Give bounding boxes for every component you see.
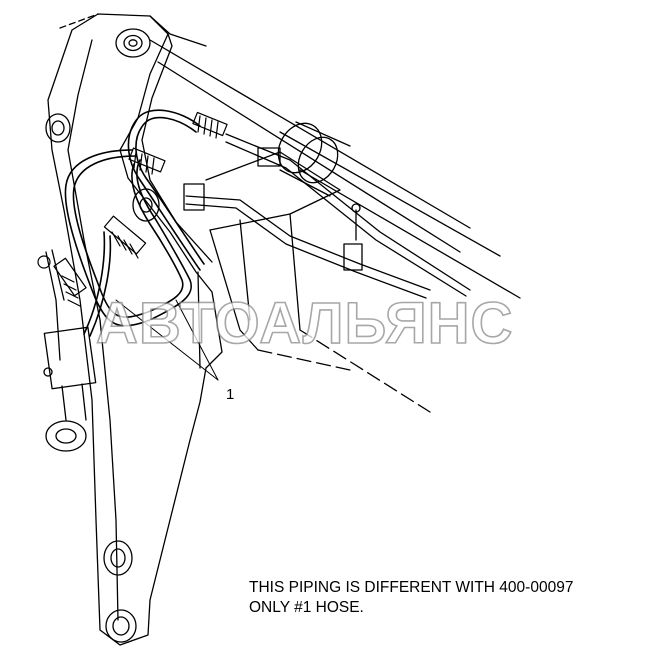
bottom-pin [105,609,137,643]
lower-pin [103,540,133,576]
fitting-center [103,215,147,259]
boom-pins [45,28,160,643]
hose-assembly [64,109,205,337]
boom-cylinder [149,39,521,299]
hose-upper-loop [127,109,205,271]
hose-outer-loop [64,149,192,327]
hose-fittings [37,111,228,307]
fitting-mid [128,147,166,175]
side-pin [45,113,71,143]
callout-label: 1 [226,386,235,403]
hose-left-drop [83,231,106,335]
pipe-clamp-3 [343,243,363,271]
steel-pipes [183,133,471,299]
piping-note-line-2: ONLY #1 HOSE. [249,599,364,616]
pipe-clamp-1 [183,183,205,211]
callout-leaders [115,299,219,381]
fitting-left [37,255,87,307]
piping-note-line-1: THIS PIPING IS DIFFERENT WITH 400-00097 [249,579,574,596]
fitting-upper [192,111,228,139]
top-pin [115,28,151,58]
piping-note: THIS PIPING IS DIFFERENT WITH 400-00097 … [249,578,573,618]
arm-frame [205,151,431,413]
bucket-cylinder [43,249,97,452]
pipe-clamp-2 [257,147,281,167]
